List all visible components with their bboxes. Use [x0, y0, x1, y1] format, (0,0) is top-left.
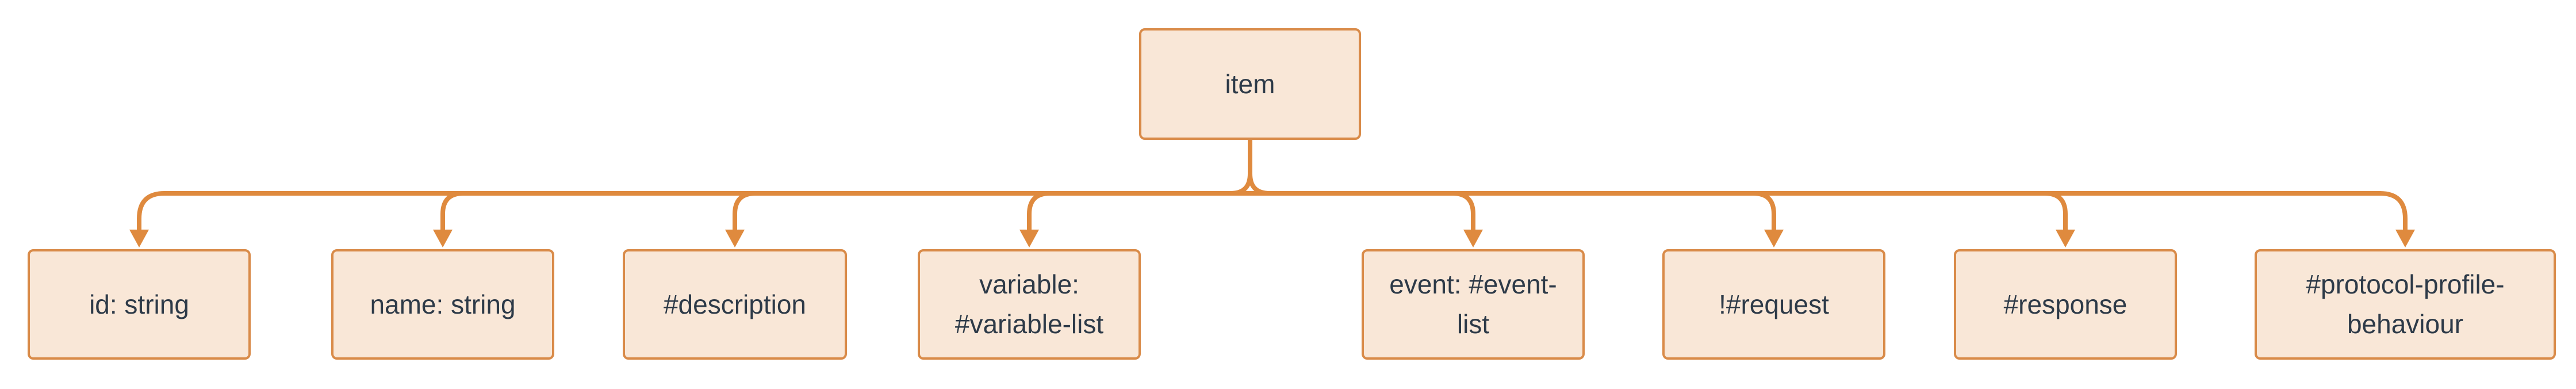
tree-node: variable: #variable-list: [918, 249, 1141, 360]
node-label: #protocol-profile-: [2306, 269, 2505, 299]
node-label: item: [1225, 68, 1275, 99]
node-label: id: string: [89, 289, 189, 319]
node-label: name: string: [370, 289, 516, 319]
node-label: #variable-list: [954, 309, 1104, 339]
node-label: !#request: [1719, 289, 1829, 319]
node-label: behaviour: [2347, 309, 2464, 339]
node-label: list: [1456, 309, 1490, 339]
tree-node: #description: [623, 249, 847, 360]
node-label: variable:: [979, 269, 1079, 299]
node-label: #response: [2003, 289, 2128, 319]
tree-node: name: string: [331, 249, 554, 360]
tree-node: !#request: [1662, 249, 1885, 360]
node-label: event: #event-: [1389, 269, 1557, 299]
tree-node-root: item: [1139, 28, 1361, 140]
tree-node: event: #event-list: [1362, 249, 1585, 360]
tree-node: id: string: [28, 249, 251, 360]
node-label: #description: [663, 289, 807, 319]
tree-node: #response: [1954, 249, 2177, 360]
tree-node: #protocol-profile-behaviour: [2255, 249, 2556, 360]
